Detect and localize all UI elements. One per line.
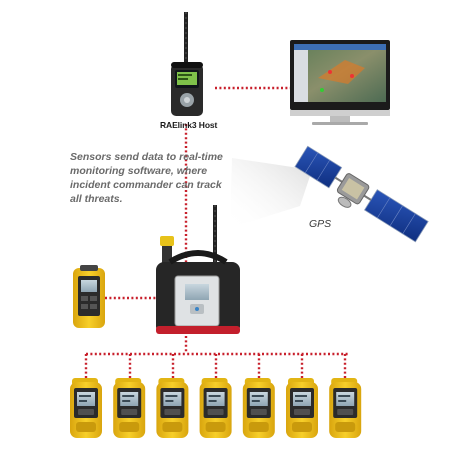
- gps-label: GPS: [309, 218, 332, 230]
- diagram-caption: Sensors send data to real-time monitorin…: [70, 151, 223, 205]
- wearable-monitor-6: [286, 378, 318, 438]
- base-station-device: [156, 205, 240, 334]
- wearable-monitor-3: [156, 378, 189, 438]
- wearable-monitor-4: [199, 378, 232, 438]
- gps-satellite: [294, 145, 429, 243]
- wearable-monitor-7: [329, 378, 362, 438]
- monitoring-computer: [290, 40, 390, 125]
- wearable-monitors: [70, 378, 362, 438]
- gps-signal-beam: [230, 158, 312, 228]
- wearable-monitor-5: [242, 378, 275, 438]
- wearable-monitor-1: [70, 378, 102, 438]
- portable-multigas-monitor: [73, 265, 105, 328]
- wearable-monitor-2: [113, 378, 146, 438]
- raelink3-host-device: [171, 12, 203, 116]
- host-device-label: RAElink3 Host: [160, 120, 218, 130]
